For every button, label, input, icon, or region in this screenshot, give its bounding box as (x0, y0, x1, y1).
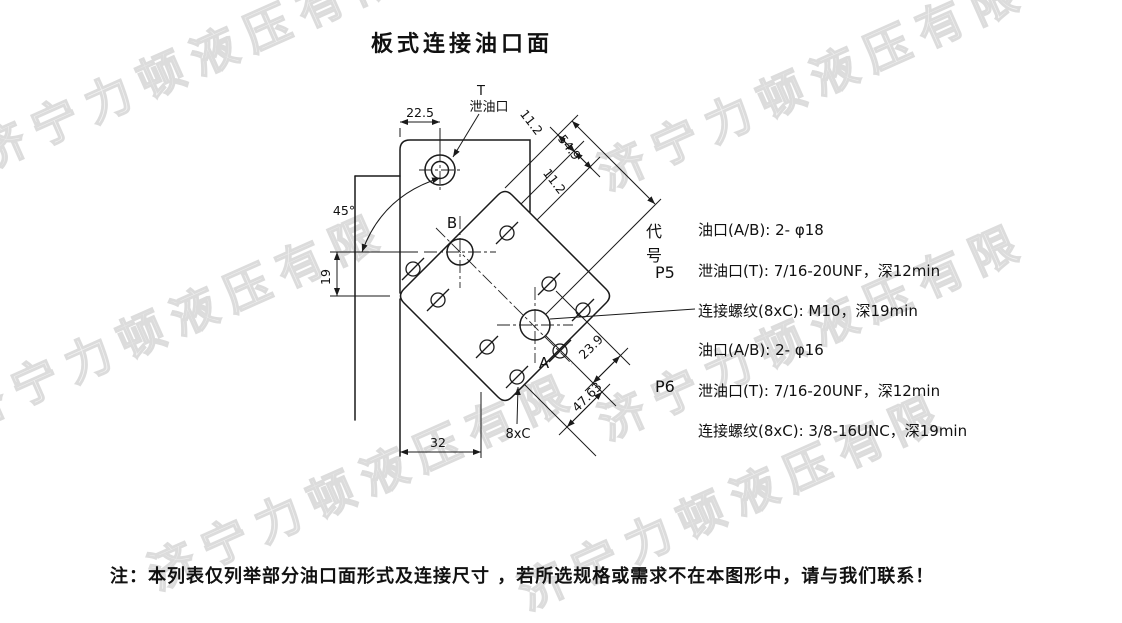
dim-19 (330, 251, 418, 297)
spec-line: 油口(A/B): 2- φ18 (698, 221, 824, 239)
port-a (519, 309, 551, 341)
bolt-callout-label: 8xC (505, 427, 530, 442)
dim-diagonal-top (504, 114, 662, 315)
dim-19-label: 19 (318, 269, 333, 285)
spec-line: 连接螺纹(8xC): 3/8-16UNC，深19min (698, 422, 968, 440)
drain-leader (452, 113, 480, 158)
dim-47-63-label: 47.63 (569, 379, 605, 415)
page-title: 板式连接油口面 (371, 32, 554, 57)
dim-diagonal-bottom (523, 290, 631, 457)
code-column-header: 代号 (646, 222, 663, 265)
bolt-holes (401, 221, 595, 389)
dim-22-5 (399, 118, 441, 152)
spec-line: 泄油口(T): 7/16-20UNF，深12min (698, 261, 941, 280)
spec-line: 油口(A/B): 2- φ16 (698, 341, 824, 359)
drain-port-label: 泄油口 (469, 100, 508, 115)
bolt-hole (537, 272, 561, 296)
spec-block-p5: 油口(A/B): 2- φ18 泄油口(T): 7/16-20UNF，深12mi… (698, 219, 1028, 341)
dim-11-2-first-label: 11.2 (517, 107, 546, 138)
spec-line: 泄油口(T): 7/16-20UNF，深12min (698, 381, 941, 400)
dim-32-label: 32 (430, 435, 446, 450)
dim-32 (400, 392, 482, 458)
bolt-hole (505, 365, 529, 389)
bolt-hole (401, 257, 425, 281)
code-p5: P5 (655, 263, 675, 282)
bolt-callout-leader (514, 386, 521, 425)
spec-line: 连接螺纹(8xC): M10，深19min (698, 302, 918, 320)
spec-block-p6: 油口(A/B): 2- φ16 泄油口(T): 7/16-20UNF，深12mi… (698, 339, 1028, 461)
plate-outline (354, 139, 611, 457)
note-text: 注：本列表仅列举部分油口面形式及连接尺寸 ，若所选规格或需求不在本图形中，请与我… (110, 566, 935, 587)
bolt-hole (475, 335, 499, 359)
bolt-hole (548, 339, 572, 363)
dim-45-label: 45° (333, 203, 355, 218)
dim-22-5-label: 22.5 (406, 105, 434, 120)
port-b (446, 238, 474, 266)
port-b-label: B (447, 214, 457, 232)
port-t-label: T (476, 84, 485, 99)
dim-54-9-label: 54.9 (555, 132, 584, 163)
bolt-hole (495, 221, 519, 245)
bolt-hole (426, 288, 450, 312)
code-p6: P6 (655, 377, 675, 396)
port-a-label: A (539, 354, 550, 372)
port-a-leader (549, 308, 696, 320)
centerlines (419, 149, 573, 365)
dim-45-angle (361, 177, 441, 253)
